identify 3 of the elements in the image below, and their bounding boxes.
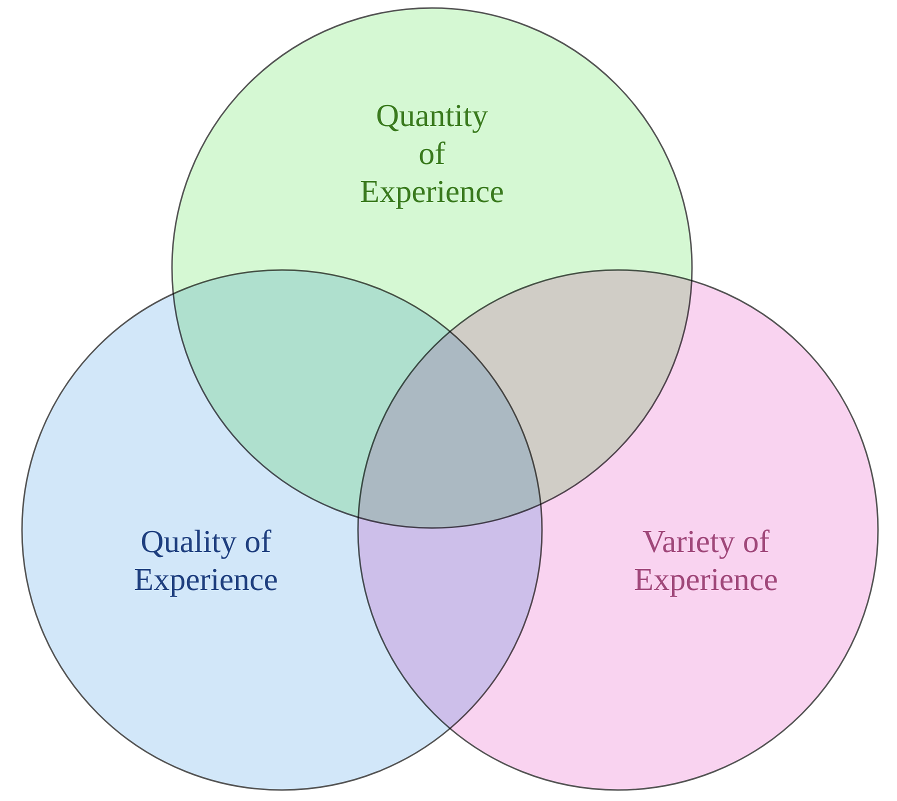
set-label: Quantity of Experience [360, 96, 504, 210]
set-label: Variety of Experience [634, 522, 778, 598]
set-label: Quality of Experience [134, 522, 278, 598]
